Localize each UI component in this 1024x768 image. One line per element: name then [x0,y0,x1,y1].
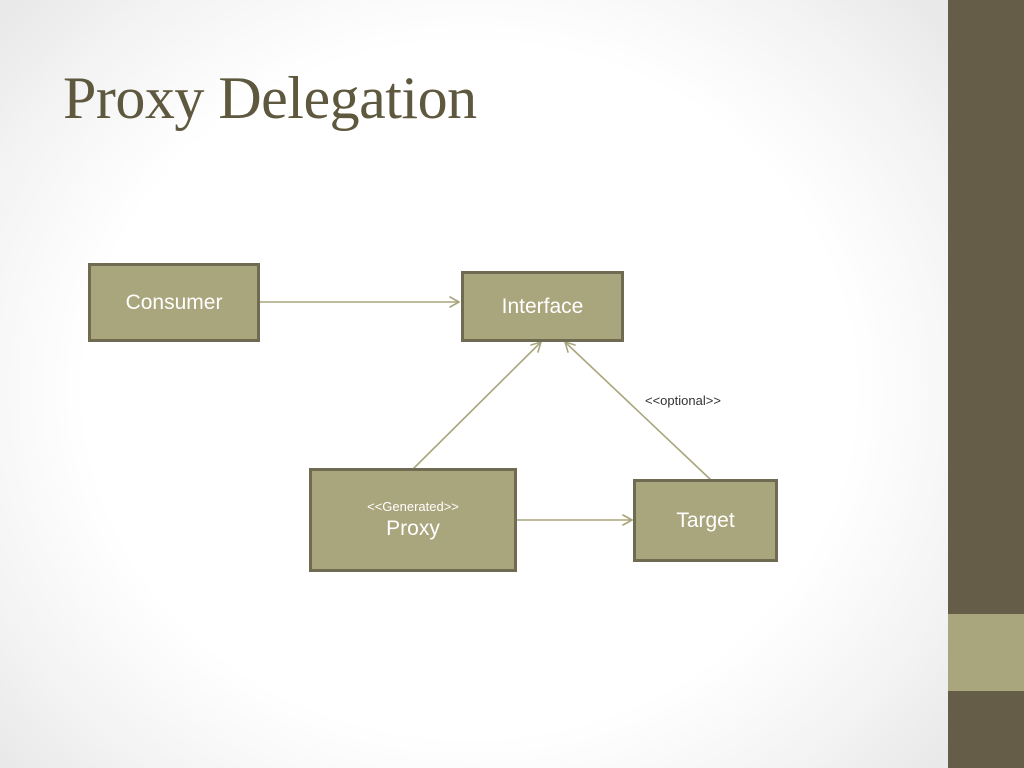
edge-target-interface [564,341,712,481]
consumer-node: Consumer [88,263,260,342]
sidebar-accent-block [948,614,1024,691]
slide: Proxy Delegation Consumer Interf [63,65,778,572]
proxy-label: Proxy [386,517,440,540]
interface-label: Interface [501,294,584,318]
proxy-stereotype: <<Generated>> [367,499,459,514]
edge-proxy-interface-arrowhead [530,341,542,353]
interface-node: Interface [461,271,624,342]
slide-title: Proxy Delegation [63,65,477,131]
edge-consumer-interface-arrowhead [449,296,460,308]
consumer-label: Consumer [125,290,223,314]
proxy-node: <<Generated>> Proxy [309,468,517,572]
edge-proxy-target-arrowhead [622,514,633,526]
class-diagram: Consumer Interface <<Generated>> Proxy T… [88,263,778,572]
target-node: Target [633,479,778,562]
optional-edge-label: <<optional>> [645,393,721,408]
edge-target-interface-arrowhead [564,341,576,353]
diagram-connectors [259,296,712,526]
target-label: Target [676,508,735,532]
edge-proxy-interface [413,341,542,469]
